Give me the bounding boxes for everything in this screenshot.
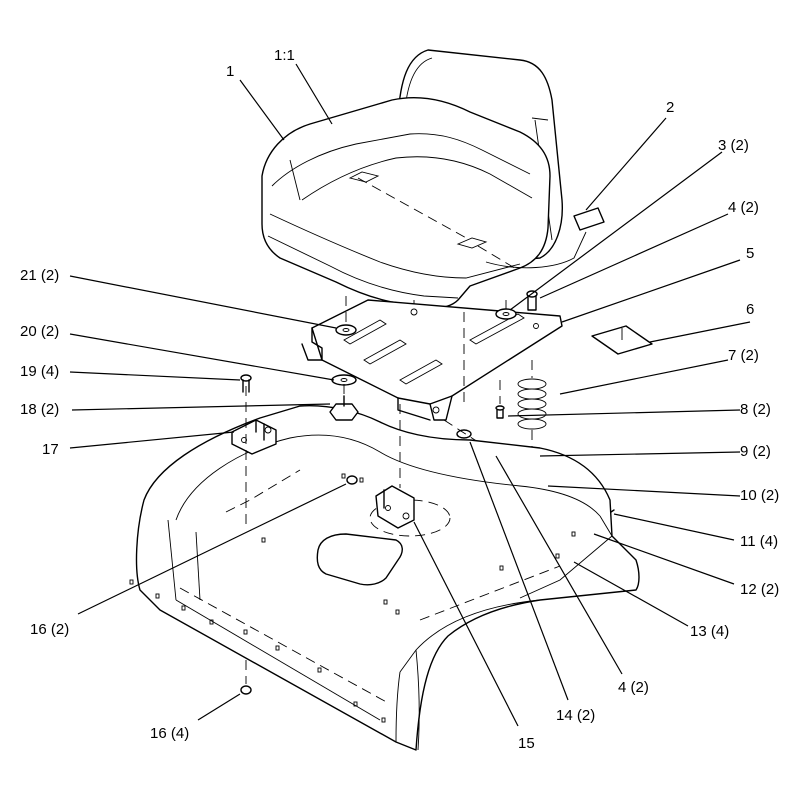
seat bbox=[261, 49, 563, 316]
callout-9: 9 (2) bbox=[740, 443, 771, 460]
springs bbox=[517, 360, 547, 448]
callout-6: 6 bbox=[746, 301, 754, 318]
washers bbox=[335, 296, 517, 336]
callout-13: 13 (4) bbox=[690, 623, 729, 640]
callout-4-upper: 4 (2) bbox=[728, 199, 759, 216]
seat-switch-harness bbox=[485, 207, 605, 269]
nuts bbox=[240, 475, 358, 695]
callout-4-lower: 4 (2) bbox=[618, 679, 649, 696]
callout-7: 7 (2) bbox=[728, 347, 759, 364]
callout-17: 17 bbox=[42, 441, 59, 458]
callout-18: 18 (2) bbox=[20, 401, 59, 418]
callout-16-upper: 16 (2) bbox=[30, 621, 69, 638]
callout-labels: 1 1:1 2 3 (2) 4 (2) 5 6 7 (2) 8 (2) 9 (2… bbox=[20, 47, 779, 752]
bracket-center bbox=[375, 404, 415, 529]
fender-holes bbox=[129, 473, 576, 723]
callout-8: 8 (2) bbox=[740, 401, 771, 418]
callout-14: 14 (2) bbox=[556, 707, 595, 724]
callout-3: 3 (2) bbox=[718, 137, 749, 154]
callout-1-1: 1:1 bbox=[274, 47, 295, 64]
callout-10: 10 (2) bbox=[740, 487, 779, 504]
adjustment-knob bbox=[329, 374, 359, 421]
callout-20: 20 (2) bbox=[20, 323, 59, 340]
seat-plate bbox=[301, 299, 563, 421]
callout-12: 12 (2) bbox=[740, 581, 779, 598]
callout-19: 19 (4) bbox=[20, 363, 59, 380]
callout-15: 15 bbox=[518, 735, 535, 752]
callout-11: 11 (4) bbox=[740, 533, 778, 550]
callout-1: 1 bbox=[226, 63, 234, 80]
callout-21: 21 (2) bbox=[20, 267, 59, 284]
callout-2: 2 bbox=[666, 99, 674, 116]
bracket-left bbox=[231, 374, 277, 528]
callout-5: 5 bbox=[746, 245, 754, 262]
spring-bolt bbox=[495, 380, 505, 419]
fender bbox=[129, 404, 640, 751]
callout-16-lower: 16 (4) bbox=[150, 725, 189, 742]
leader-lines bbox=[69, 63, 751, 727]
